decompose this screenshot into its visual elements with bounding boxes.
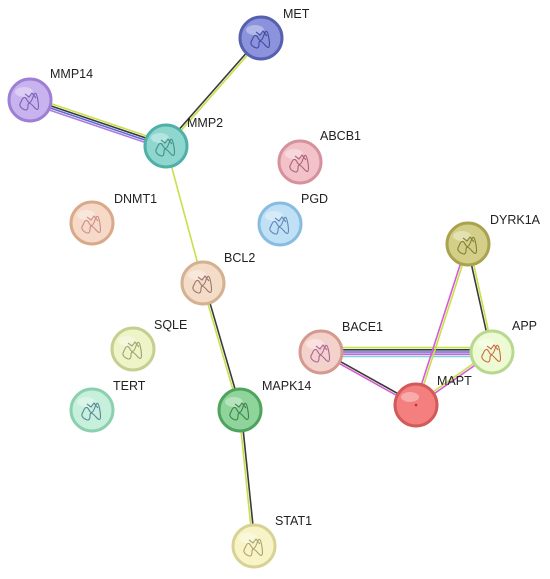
node-label: PGD xyxy=(301,192,328,206)
protein-structure-icon xyxy=(289,154,310,173)
edge-evidence-line xyxy=(238,410,254,547)
node-highlight xyxy=(477,339,495,349)
edge-evidence-line xyxy=(30,98,167,146)
node-sqle[interactable]: SQLE xyxy=(110,318,187,372)
node-abcb1[interactable]: ABCB1 xyxy=(277,129,361,185)
node-mapt[interactable]: MAPT xyxy=(393,374,472,428)
protein-structure-icon xyxy=(243,538,264,557)
protein-structure-icon xyxy=(457,236,478,255)
node-tert[interactable]: TERT xyxy=(69,379,146,433)
node-label: TERT xyxy=(113,379,146,393)
edge-met-mmp2 xyxy=(164,36,263,148)
node-label: MMP14 xyxy=(50,67,93,81)
node-highlight xyxy=(453,231,471,241)
node-circle[interactable] xyxy=(143,123,189,169)
node-highlight xyxy=(15,87,33,97)
node-label: MET xyxy=(283,7,310,21)
protein-structure-icon xyxy=(155,138,176,157)
node-circle[interactable] xyxy=(217,387,263,433)
node-bace1[interactable]: BACE1 xyxy=(298,320,383,375)
node-mmp14[interactable]: MMP14 xyxy=(7,67,93,123)
edge-evidence-line xyxy=(414,243,468,405)
node-dnmt1[interactable]: DNMT1 xyxy=(69,192,157,246)
edge-mmp2-bcl2 xyxy=(165,145,204,284)
protein-structure-icon xyxy=(414,403,418,407)
edges-layer xyxy=(28,36,494,547)
node-highlight xyxy=(285,149,303,159)
node-label: MAPT xyxy=(437,374,472,388)
node-circle[interactable] xyxy=(69,387,115,433)
edge-evidence-line xyxy=(29,100,166,148)
node-highlight xyxy=(118,336,136,346)
protein-structure-icon xyxy=(310,344,331,363)
node-app[interactable]: APP xyxy=(469,319,537,375)
node-highlight xyxy=(225,397,243,407)
node-highlight xyxy=(246,25,264,35)
node-label: DNMT1 xyxy=(114,192,157,206)
node-circle[interactable] xyxy=(110,326,156,372)
node-circle[interactable] xyxy=(180,260,226,306)
node-circle[interactable] xyxy=(298,329,344,375)
node-label: MMP2 xyxy=(187,116,223,130)
node-highlight xyxy=(151,133,169,143)
node-label: ABCB1 xyxy=(320,129,361,143)
node-label: BACE1 xyxy=(342,320,383,334)
node-label: SQLE xyxy=(154,318,187,332)
node-met[interactable]: MET xyxy=(238,7,310,61)
edge-evidence-line xyxy=(240,409,256,546)
edge-mmp14-mmp2 xyxy=(28,96,168,150)
node-mapk14[interactable]: MAPK14 xyxy=(217,379,311,433)
node-label: STAT1 xyxy=(275,514,312,528)
protein-structure-icon xyxy=(81,215,102,234)
node-highlight xyxy=(265,211,283,221)
protein-structure-icon xyxy=(192,275,213,294)
node-highlight xyxy=(239,533,257,543)
node-circle[interactable] xyxy=(445,221,491,267)
edge-bace1-app xyxy=(321,346,492,358)
node-mmp2[interactable]: MMP2 xyxy=(143,116,223,169)
node-circle[interactable] xyxy=(257,201,303,247)
node-bcl2[interactable]: BCL2 xyxy=(180,251,255,306)
edge-evidence-line xyxy=(165,145,204,284)
node-dyrk1a[interactable]: DYRK1A xyxy=(445,213,541,267)
node-circle[interactable] xyxy=(469,329,515,375)
edge-mapk14-stat1 xyxy=(238,409,256,547)
node-circle[interactable] xyxy=(7,77,53,123)
protein-structure-icon xyxy=(269,216,290,235)
protein-structure-icon xyxy=(81,402,102,421)
node-circle[interactable] xyxy=(277,139,323,185)
protein-structure-icon xyxy=(481,344,502,363)
node-highlight xyxy=(188,270,206,280)
edge-evidence-line xyxy=(30,96,168,144)
edge-evidence-line xyxy=(164,36,261,146)
protein-structure-icon xyxy=(122,341,143,360)
protein-structure-icon xyxy=(229,402,250,421)
node-highlight xyxy=(77,397,95,407)
node-circle[interactable] xyxy=(238,15,284,61)
node-circle[interactable] xyxy=(231,523,277,569)
edge-evidence-line xyxy=(416,244,470,406)
edge-dyrk1a-mapt xyxy=(414,243,470,406)
node-highlight xyxy=(401,392,419,402)
protein-structure-icon xyxy=(250,30,271,49)
node-highlight xyxy=(77,210,95,220)
node-stat1[interactable]: STAT1 xyxy=(231,514,312,569)
node-circle[interactable] xyxy=(69,200,115,246)
node-label: MAPK14 xyxy=(262,379,311,393)
edge-evidence-line xyxy=(28,102,166,150)
node-highlight xyxy=(306,339,324,349)
protein-structure-icon xyxy=(19,92,40,111)
node-label: APP xyxy=(512,319,537,333)
edge-evidence-line xyxy=(166,38,263,148)
node-pgd[interactable]: PGD xyxy=(257,192,328,247)
node-label: BCL2 xyxy=(224,251,255,265)
node-label: DYRK1A xyxy=(490,213,541,227)
